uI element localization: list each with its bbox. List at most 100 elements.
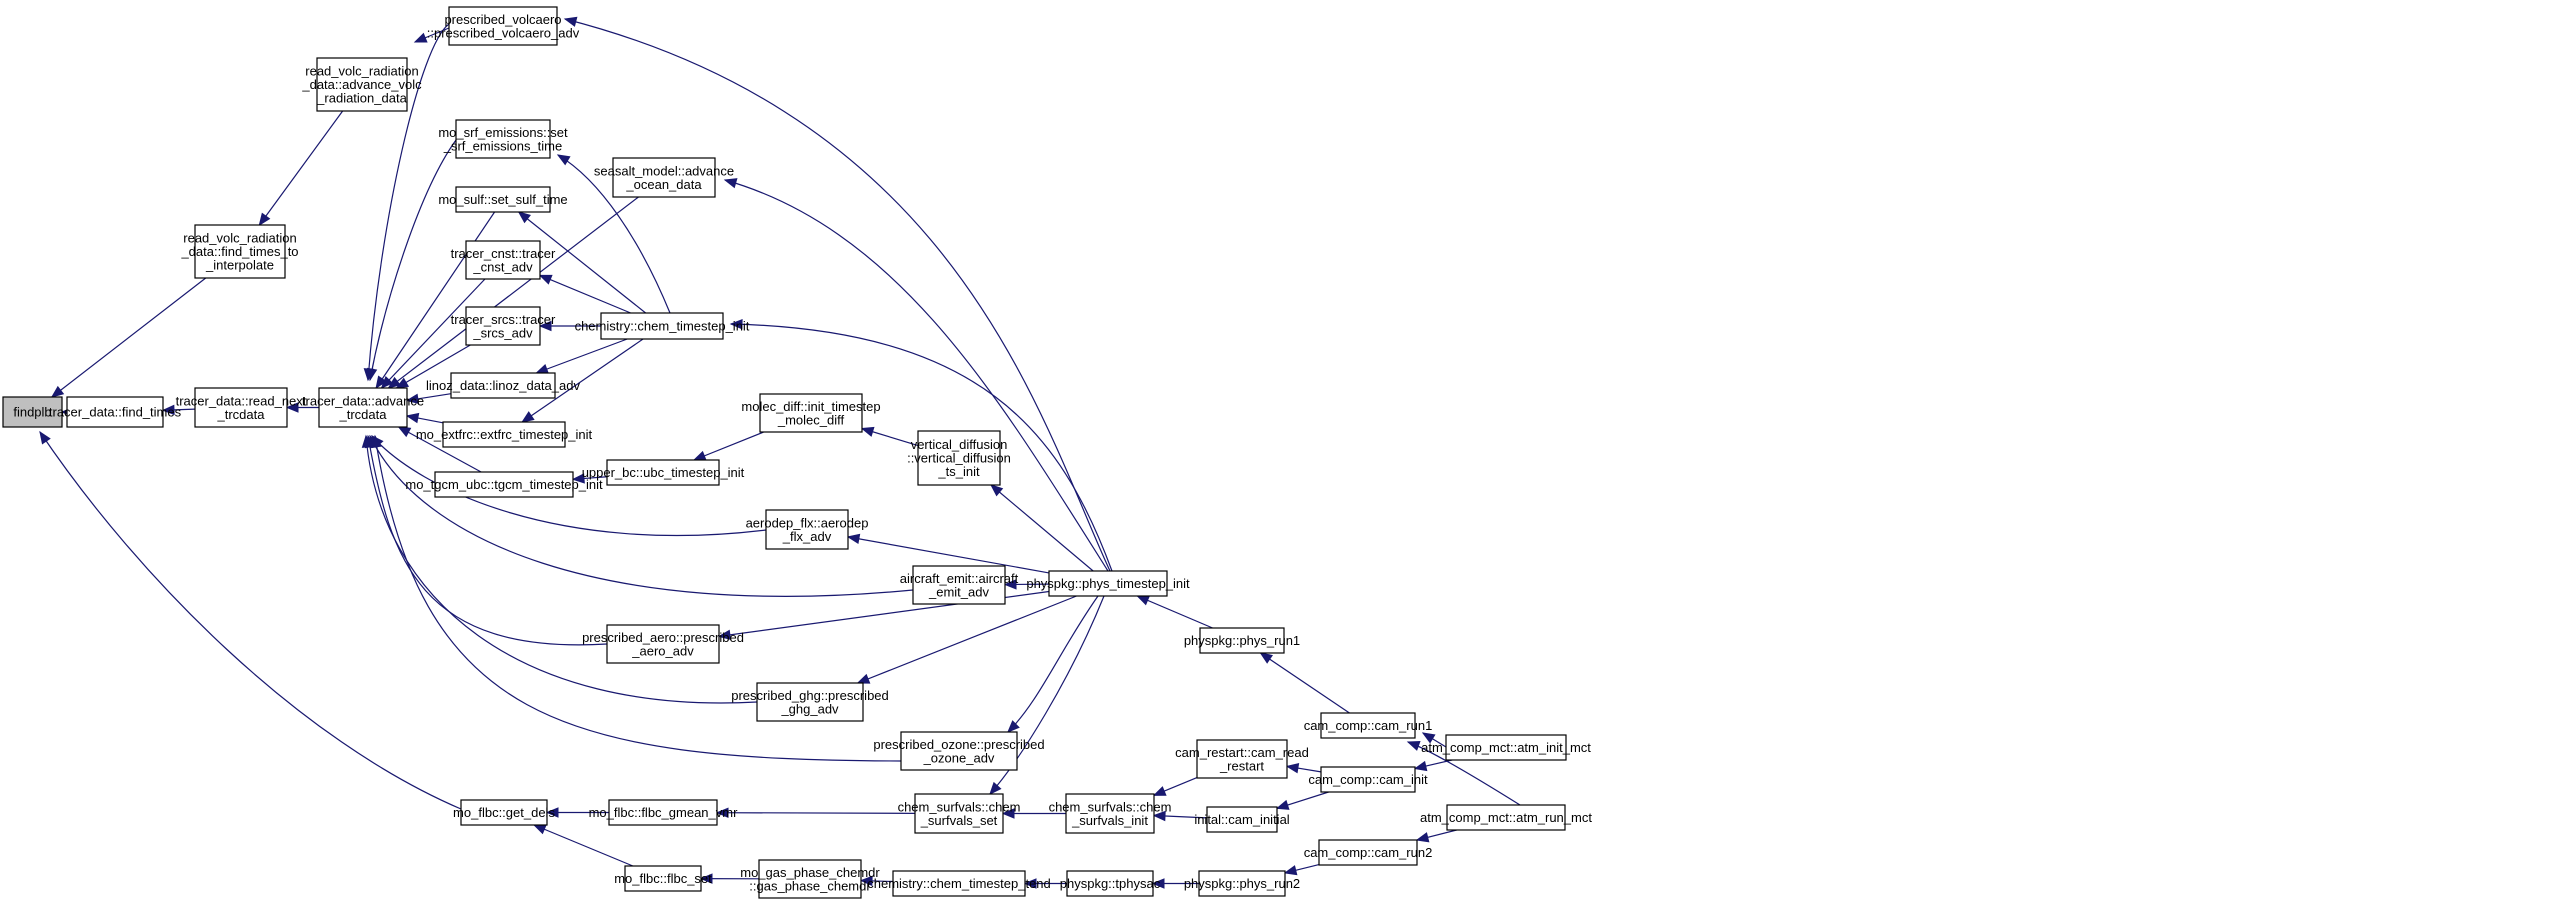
edge-phys_ts-to-seasalt [723, 178, 1109, 572]
edge-tphysac-to-chem_tend-arrowhead [1023, 878, 1037, 889]
node-read_next-label-0: tracer_data::read_next [176, 393, 307, 408]
node-molec-label-1: _molec_diff [777, 412, 845, 427]
node-surfvals_init-box [1065, 793, 1155, 834]
edge-tgcm-to-advance-arrowhead [397, 426, 412, 438]
edge-cam_run1-to-phys_run1 [1259, 652, 1350, 714]
edge-linoz-to-advance-arrowhead [405, 393, 420, 404]
node-atm_run[interactable]: atm_comp_mct::atm_run_mct [1420, 804, 1592, 831]
node-srf_em-label-0: mo_srf_emissions::set [438, 125, 568, 140]
node-tgcm[interactable]: mo_tgcm_ubc::tgcm_timestep_init [405, 471, 603, 498]
node-phys_ts[interactable]: physpkg::phys_timestep_init [1026, 570, 1190, 597]
edge-linoz-to-advance [405, 393, 452, 404]
node-tphysac-box [1066, 870, 1154, 897]
edge-phys_ts-to-vdiff-line [990, 484, 1094, 572]
edge-read_next-to-find_times-arrowhead [161, 404, 175, 416]
node-tphysac[interactable]: physpkg::tphysac [1060, 870, 1161, 897]
edge-get_dels-to-findplb-arrowhead [39, 430, 51, 445]
edge-seasalt-to-advance-line [388, 196, 639, 389]
node-gas_phase[interactable]: mo_gas_phase_chemdr::gas_phase_chemdr [740, 859, 880, 899]
node-atm_init-box [1445, 734, 1567, 761]
node-cam_initial-box [1206, 806, 1278, 833]
edge-presc_volc-to-rvr_adv-arrowhead [413, 32, 428, 43]
node-atm_init[interactable]: atm_comp_mct::atm_init_mct [1421, 734, 1591, 761]
node-cam_run1[interactable]: cam_comp::cam_run1 [1304, 712, 1433, 739]
node-chem_tend[interactable]: chemistry::chem_timestep_tend [867, 870, 1051, 897]
node-rvr_adv[interactable]: read_volc_radiation_data::advance_volc_r… [301, 57, 422, 112]
node-gmean[interactable]: mo_flbc::flbc_gmean_vmr [589, 799, 739, 826]
node-chem_ts-label-0: chemistry::chem_timestep_init [575, 319, 750, 334]
node-chem_tend-label-0: chemistry::chem_timestep_tend [867, 876, 1051, 891]
node-extfrc-label-0: mo_extfrc::extfrc_timestep_init [416, 427, 593, 442]
edge-cam_init-to-cam_restart [1285, 762, 1322, 774]
node-aircraft-label-1: _emit_adv [928, 584, 989, 599]
edge-srcs-to-advance-arrowhead [395, 377, 410, 389]
node-srf_em-label-1: _srf_emissions_time [443, 138, 563, 153]
edge-phys_ts-to-presc_ozone-arrowhead [1007, 720, 1020, 733]
edge-chem_ts-to-cnst-arrowhead [538, 274, 553, 285]
edge-extfrc-to-advance-arrowhead [405, 412, 420, 424]
node-chem_tend-box [892, 870, 1026, 897]
node-flbc_set[interactable]: mo_flbc::flbc_set [614, 865, 712, 892]
node-srcs[interactable]: tracer_srcs::tracer_srcs_adv [451, 306, 556, 346]
edge-chem_ts-to-cnst [538, 274, 631, 314]
node-vdiff[interactable]: vertical_diffusion::vertical_diffusion_t… [907, 430, 1011, 486]
edge-sulf-to-advance-line [375, 211, 496, 389]
node-seasalt[interactable]: seasalt_model::advance_ocean_data [594, 157, 734, 198]
node-phys_run2[interactable]: physpkg::phys_run2 [1184, 870, 1300, 897]
edge-phys_ts-to-vdiff [990, 484, 1094, 572]
node-cam_init-box [1320, 766, 1416, 793]
edge-gas_phase-to-flbc_set-arrowhead [699, 873, 713, 884]
node-linoz-label-0: linoz_data::linoz_data_adv [426, 378, 580, 393]
node-advance[interactable]: tracer_data::advance_trcdata [302, 387, 424, 428]
edge-rvr_adv-to-rvr_find [258, 110, 344, 227]
node-phys_run1[interactable]: physpkg::phys_run1 [1184, 627, 1300, 654]
node-upper_bc[interactable]: upper_bc::ubc_timestep_init [582, 459, 745, 486]
node-findplb[interactable]: findplb [2, 396, 63, 428]
node-aircraft[interactable]: aircraft_emit::aircraft_emit_adv [900, 565, 1019, 605]
node-cam_run2[interactable]: cam_comp::cam_run2 [1304, 839, 1433, 866]
node-rvr_find-label-2: _interpolate [205, 258, 274, 273]
edge-chem_ts-to-extfrc [521, 338, 644, 423]
node-extfrc[interactable]: mo_extfrc::extfrc_timestep_init [416, 421, 593, 448]
edge-chem_tend-to-gas_phase-arrowhead [859, 875, 873, 887]
node-rvr_find[interactable]: read_volc_radiation_data::find_times_to_… [180, 224, 299, 279]
edge-read_next-to-find_times [161, 404, 196, 416]
node-rvr_find-label-0: read_volc_radiation [183, 231, 296, 246]
edge-surfvals_init-to-surfvals_set-arrowhead [1001, 808, 1015, 819]
edge-phys_ts-to-presc_ghg-arrowhead [856, 673, 871, 684]
node-surfvals_set[interactable]: chem_surfvals::chem_surfvals_set [898, 793, 1021, 834]
node-chem_ts[interactable]: chemistry::chem_timestep_init [575, 312, 750, 340]
node-surfvals_init[interactable]: chem_surfvals::chem_surfvals_init [1049, 793, 1172, 834]
node-cam_initial[interactable]: inital::cam_initial [1194, 806, 1290, 833]
edge-phys_ts-to-presc_ghg [856, 595, 1077, 684]
node-srf_em[interactable]: mo_srf_emissions::set_srf_emissions_time [438, 119, 568, 159]
node-gas_phase-label-1: ::gas_phase_chemdr [749, 878, 871, 893]
edge-srf_em-to-advance [366, 139, 457, 382]
node-surfvals_set-label-0: chem_surfvals::chem [898, 799, 1021, 814]
node-cam_restart[interactable]: cam_restart::cam_read_restart [1175, 739, 1309, 779]
edge-rvr_find-to-findplb-line [51, 277, 207, 398]
node-cam_init[interactable]: cam_comp::cam_init [1308, 766, 1428, 793]
node-find_times-box [66, 396, 164, 428]
node-linoz[interactable]: linoz_data::linoz_data_adv [426, 372, 580, 399]
node-atm_run-box [1446, 804, 1566, 831]
node-presc_volc[interactable]: prescribed_volcaero::prescribed_volcaero… [427, 6, 580, 46]
node-linoz-box [450, 372, 556, 399]
node-read_next[interactable]: tracer_data::read_next_trcdata [176, 387, 307, 428]
edge-presc_ozone-to-advance [371, 434, 902, 762]
node-sulf[interactable]: mo_sulf::set_sulf_time [438, 186, 568, 213]
node-read_next-label-1: _trcdata [217, 407, 266, 422]
node-presc_ozone[interactable]: prescribed_ozone::prescribed_ozone_adv [873, 731, 1045, 771]
edge-phys_ts-to-presc_volc-arrowhead [563, 16, 578, 27]
edge-sulf-to-advance [375, 211, 496, 390]
node-presc_ghg[interactable]: prescribed_ghg::prescribed_ghg_adv [731, 682, 889, 722]
node-presc_aero[interactable]: prescribed_aero::prescribed_aero_adv [582, 624, 744, 664]
node-molec[interactable]: molec_diff::init_timestep_molec_diff [741, 393, 881, 433]
node-get_dels[interactable]: mo_flbc::get_dels [453, 799, 555, 826]
node-aerodep[interactable]: aerodep_flx::aerodep_flx_adv [746, 509, 869, 550]
edge-rvr_adv-to-rvr_find-line [258, 110, 344, 226]
node-gas_phase-box [758, 859, 862, 899]
node-find_times[interactable]: tracer_data::find_times [49, 396, 182, 428]
node-cnst[interactable]: tracer_cnst::tracer_cnst_adv [451, 240, 556, 280]
